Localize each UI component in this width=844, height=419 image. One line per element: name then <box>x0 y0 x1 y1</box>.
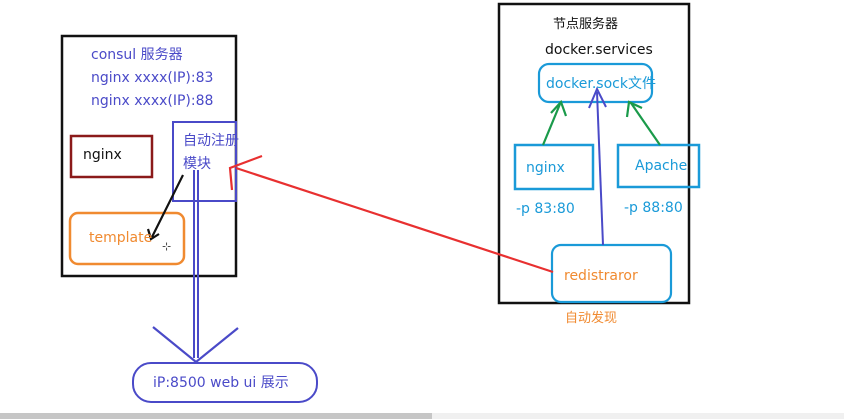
auto-register-label-2: 模块 <box>183 156 211 172</box>
module-to-template-arrow <box>151 174 184 238</box>
registrator-to-module-arrowhead <box>228 154 263 191</box>
node-nginx-box <box>513 143 595 191</box>
consul-nginx-label: nginx <box>83 147 122 163</box>
registrator-box <box>550 243 673 304</box>
consul-nginx-box <box>69 134 154 179</box>
consul-nginx-line-2: nginx xxxx(IP):88 <box>91 93 214 109</box>
node-nginx-label: nginx <box>526 160 565 176</box>
apache-port-label: -p 88:80 <box>624 200 683 216</box>
module-to-webui-arrowhead <box>152 326 239 364</box>
docker-services-label: docker.services <box>545 42 653 58</box>
cursor-crosshair-icon: ⊹ <box>162 240 171 253</box>
nginx-to-sock-arrowhead <box>550 99 568 117</box>
module-to-template-arrowhead <box>146 228 160 241</box>
template-box <box>68 211 186 266</box>
registrator-to-module-arrow <box>235 166 554 274</box>
registrator-to-sock-arrowhead <box>588 86 607 109</box>
apache-to-sock-arrowhead <box>625 100 643 118</box>
node-apache-box <box>616 143 701 189</box>
apache-to-sock-arrow <box>630 102 661 146</box>
auto-register-module-box <box>172 121 237 202</box>
template-label: template <box>89 230 153 246</box>
auto-register-label-1: 自动注册 <box>183 133 239 149</box>
docker-sock-label: docker.sock文件 <box>546 76 656 92</box>
horizontal-scrollbar-thumb[interactable] <box>0 413 432 419</box>
consul-nginx-line-1: nginx xxxx(IP):83 <box>91 70 214 86</box>
nginx-port-label: -p 83:80 <box>516 201 575 217</box>
node-apache-label: Apache <box>635 158 688 174</box>
nginx-to-sock-arrow <box>541 103 562 146</box>
registrator-to-sock-line <box>596 91 604 246</box>
consul-server-title: consul 服务器 <box>91 47 183 63</box>
web-ui-box <box>132 362 318 403</box>
registrator-label: redistraror <box>564 268 638 284</box>
web-ui-label: iP:8500 web ui 展示 <box>153 375 289 391</box>
auto-discovery-label: 自动发现 <box>565 311 618 326</box>
docker-sock-box <box>537 62 654 104</box>
node-server-title: 节点服务器 <box>553 17 619 32</box>
